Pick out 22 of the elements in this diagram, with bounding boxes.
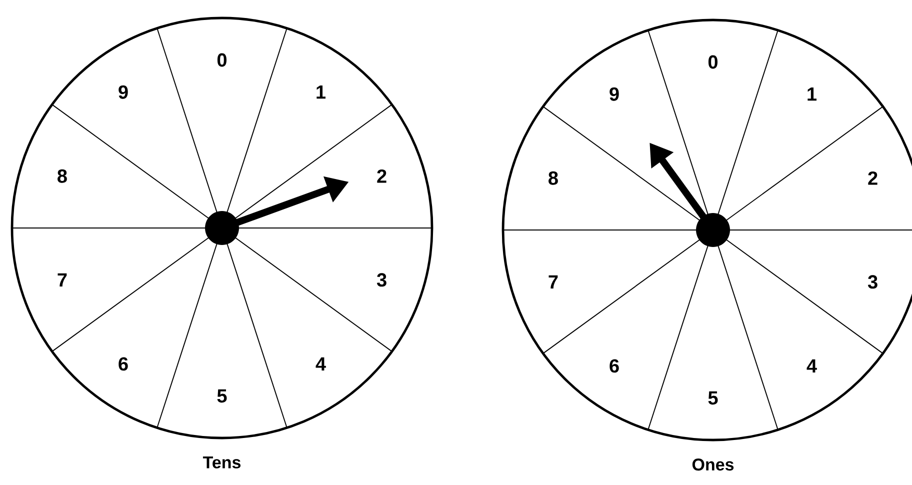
digit-label: 8 — [58, 169, 67, 183]
digit-label: 1 — [316, 86, 326, 99]
digit-label: 2 — [868, 171, 878, 185]
digit-label: 3 — [376, 273, 386, 287]
digit-label: 9 — [118, 85, 128, 99]
digit-label: 2 — [377, 169, 386, 183]
node-label: Ones — [692, 458, 734, 471]
digit-label: 0 — [708, 55, 718, 69]
digit-label: 8 — [548, 171, 558, 185]
digit-label: 9 — [610, 87, 619, 101]
digit-label: 7 — [58, 273, 67, 286]
digit-label: 3 — [868, 275, 878, 289]
digit-label: 6 — [610, 359, 619, 373]
digit-label: 6 — [118, 357, 128, 371]
digit-label: 5 — [708, 391, 718, 405]
digit-label: 5 — [217, 389, 227, 403]
digit-label: 4 — [316, 357, 326, 370]
digit-label: 0 — [217, 53, 226, 67]
digit-label: 7 — [548, 275, 558, 288]
node-label: Tens — [202, 456, 241, 468]
digit-label: 1 — [808, 88, 816, 101]
digit-label: 4 — [806, 359, 817, 372]
